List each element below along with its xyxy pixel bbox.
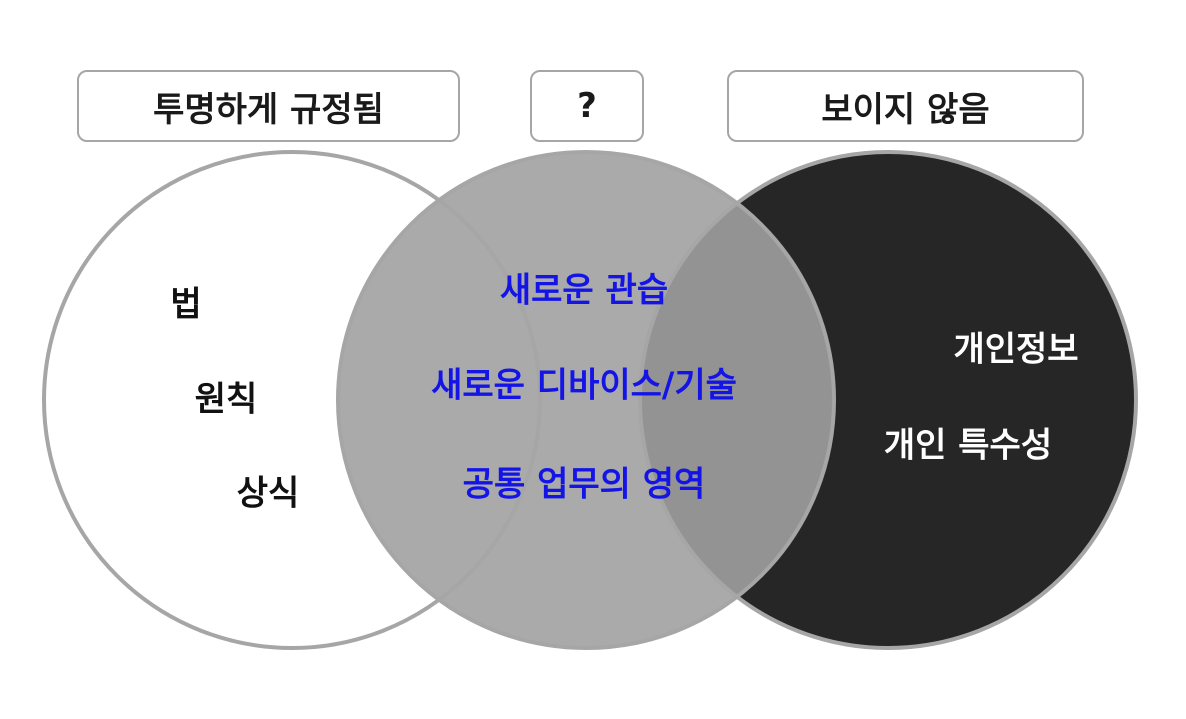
label-transparent: 투명하게 규정됨: [77, 70, 460, 142]
label-invisible: 보이지 않음: [727, 70, 1084, 142]
middle-item-new-device: 새로운 디바이스/기술: [431, 366, 737, 406]
left-item-law: 법: [170, 285, 201, 325]
left-item-common-sense: 상식: [237, 474, 300, 514]
left-circle-outline: [42, 150, 542, 650]
right-item-personal-info: 개인정보: [953, 330, 1078, 370]
middle-item-common-work: 공통 업무의 영역: [463, 465, 706, 505]
middle-circle-outline: [336, 150, 836, 650]
middle-item-new-custom: 새로운 관습: [500, 271, 668, 311]
label-unknown: ?: [530, 70, 644, 142]
left-item-principle: 원칙: [195, 380, 258, 420]
overlap-middle-right: [640, 152, 834, 648]
right-item-personal-trait: 개인 특수성: [884, 426, 1052, 466]
right-circle-outline: [638, 150, 1138, 650]
